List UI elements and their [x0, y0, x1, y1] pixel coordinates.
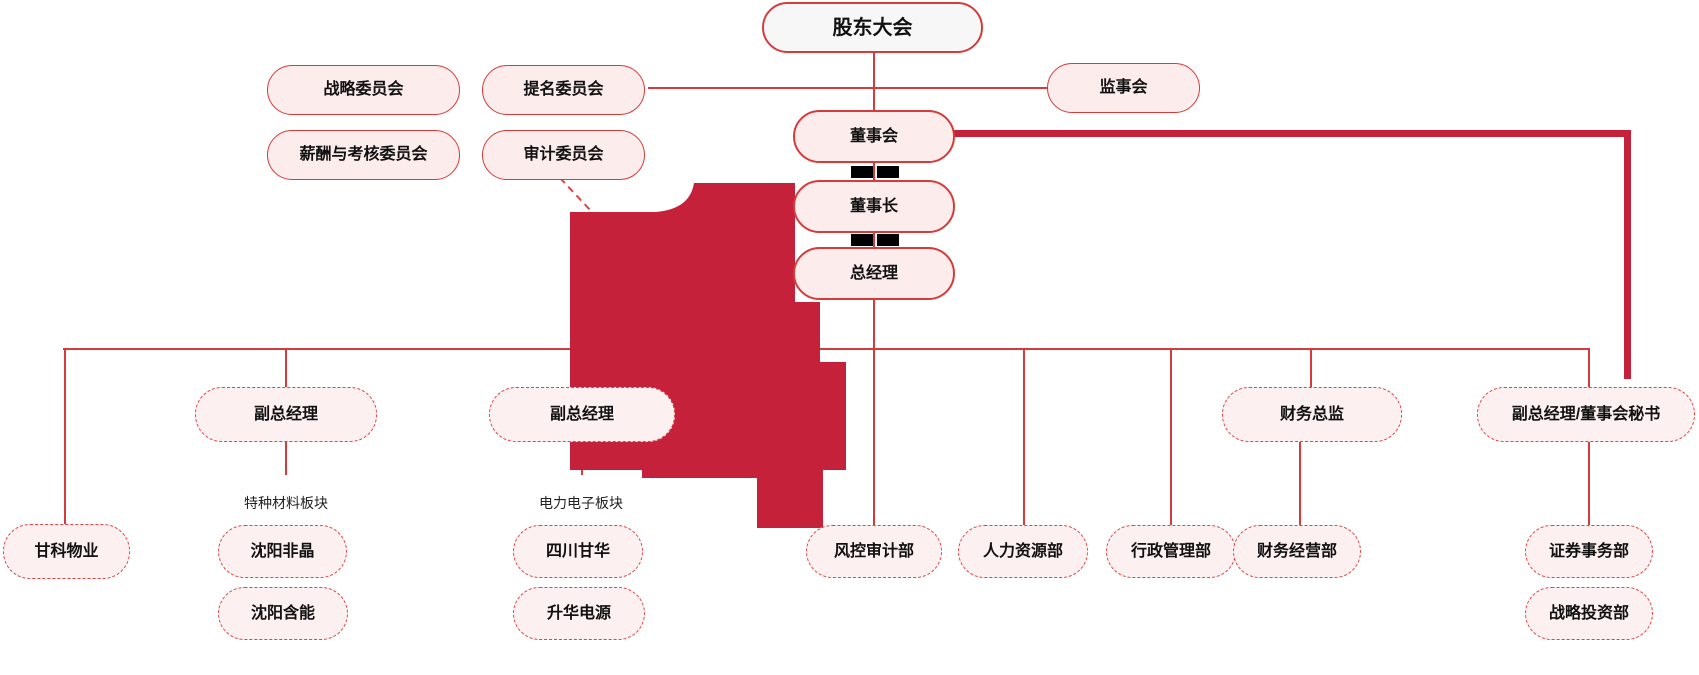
- node-label: 沈阳非晶: [250, 542, 315, 560]
- node-label: 财务经营部: [1256, 542, 1337, 560]
- node-admin-dept: 行政管理部: [1106, 525, 1236, 578]
- node-shenyang-feijing: 沈阳非晶: [218, 525, 347, 578]
- node-label: 董事长: [849, 197, 898, 215]
- node-label: 副总经理: [549, 405, 614, 423]
- node-label: 战略委员会: [323, 81, 404, 99]
- node-label: 薪酬与考核委员会: [299, 146, 428, 164]
- connector-drop-ganke: [64, 348, 66, 524]
- node-deputy-gm-board-secretary: 副总经理/董事会秘书: [1477, 387, 1695, 442]
- node-deputy-gm-2: 副总经理: [489, 387, 675, 442]
- node-label: 审计委员会: [523, 146, 604, 164]
- node-label: 提名委员会: [523, 81, 604, 99]
- connector-gm-trunk: [873, 300, 875, 348]
- node-label: 监事会: [1099, 79, 1148, 97]
- black-bar-bottom-right: [877, 234, 899, 246]
- node-label: 副总经理/董事会秘书: [1511, 405, 1661, 423]
- connector-shareholders-board: [873, 53, 875, 110]
- node-label: 证券事务部: [1548, 542, 1629, 560]
- node-shenghua-power: 升华电源: [513, 587, 645, 640]
- node-shareholders-meeting: 股东大会: [762, 2, 983, 53]
- connector-secretary-securities: [1588, 442, 1590, 530]
- connector-drop-board-secretary: [1588, 348, 1590, 387]
- node-chairman: 董事长: [793, 180, 955, 233]
- node-compensation-assessment-committee: 薪酬与考核委员会: [267, 130, 460, 180]
- connector-drop-hr: [1023, 348, 1025, 525]
- connector-drop-finance-director: [1310, 348, 1312, 387]
- dashed-audit-link: [559, 177, 593, 213]
- node-sichuan-ganhua: 四川甘华: [513, 525, 643, 578]
- black-bar-bottom-left: [851, 234, 873, 246]
- node-board-of-directors: 董事会: [793, 110, 955, 163]
- node-shenyang-hanneng: 沈阳含能: [218, 587, 348, 640]
- node-deputy-gm-1: 副总经理: [195, 387, 377, 442]
- node-label: 总经理: [849, 264, 898, 282]
- connector-committees-supervisory: [648, 87, 1047, 89]
- node-audit-committee: 审计委员会: [482, 130, 645, 180]
- node-hr-dept: 人力资源部: [958, 525, 1088, 578]
- node-general-manager: 总经理: [793, 247, 955, 300]
- node-securities-affairs-dept: 证券事务部: [1525, 525, 1653, 578]
- connector-finance-director-dept: [1299, 442, 1301, 525]
- node-finance-operation-dept: 财务经营部: [1233, 525, 1361, 578]
- connector-drop-admin: [1170, 348, 1172, 525]
- connector-drop-risk-audit: [873, 348, 875, 525]
- node-strategy-committee: 战略委员会: [267, 65, 460, 115]
- node-label: 财务总监: [1279, 405, 1344, 423]
- node-label: 人力资源部: [982, 542, 1063, 560]
- node-label: 甘科物业: [34, 542, 99, 560]
- red-watermark-blob: [570, 183, 846, 528]
- connector-board-chairman: [873, 163, 875, 180]
- node-risk-audit-dept: 风控审计部: [806, 525, 942, 578]
- node-label: 副总经理: [253, 405, 318, 423]
- group-label-power-electronics: 电力电子板块: [539, 495, 623, 511]
- node-ganke-property: 甘科物业: [3, 524, 130, 579]
- connector-chairman-gm: [873, 233, 875, 247]
- node-label: 沈阳含能: [250, 604, 315, 622]
- node-label: 股东大会: [832, 16, 913, 39]
- connector-distribution-line: [63, 348, 1589, 350]
- connector-deputy1-sector: [285, 442, 287, 475]
- connector-drop-deputy1: [285, 348, 287, 387]
- node-nomination-committee: 提名委员会: [482, 65, 645, 115]
- node-label: 升华电源: [546, 604, 611, 622]
- connector-board-secretary-thick-v: [1624, 130, 1631, 379]
- node-finance-director: 财务总监: [1222, 387, 1402, 442]
- node-label: 风控审计部: [833, 542, 914, 560]
- node-label: 董事会: [849, 127, 898, 145]
- node-label: 行政管理部: [1130, 542, 1211, 560]
- node-label: 战略投资部: [1548, 604, 1629, 622]
- connector-board-secretary-thick-h: [950, 130, 1631, 137]
- black-bar-top-left: [851, 166, 873, 178]
- node-supervisory-board: 监事会: [1047, 63, 1200, 113]
- node-label: 四川甘华: [545, 542, 610, 560]
- group-label-special-materials: 特种材料板块: [244, 495, 328, 511]
- node-strategic-investment-dept: 战略投资部: [1525, 587, 1653, 640]
- black-bar-top-right: [877, 166, 899, 178]
